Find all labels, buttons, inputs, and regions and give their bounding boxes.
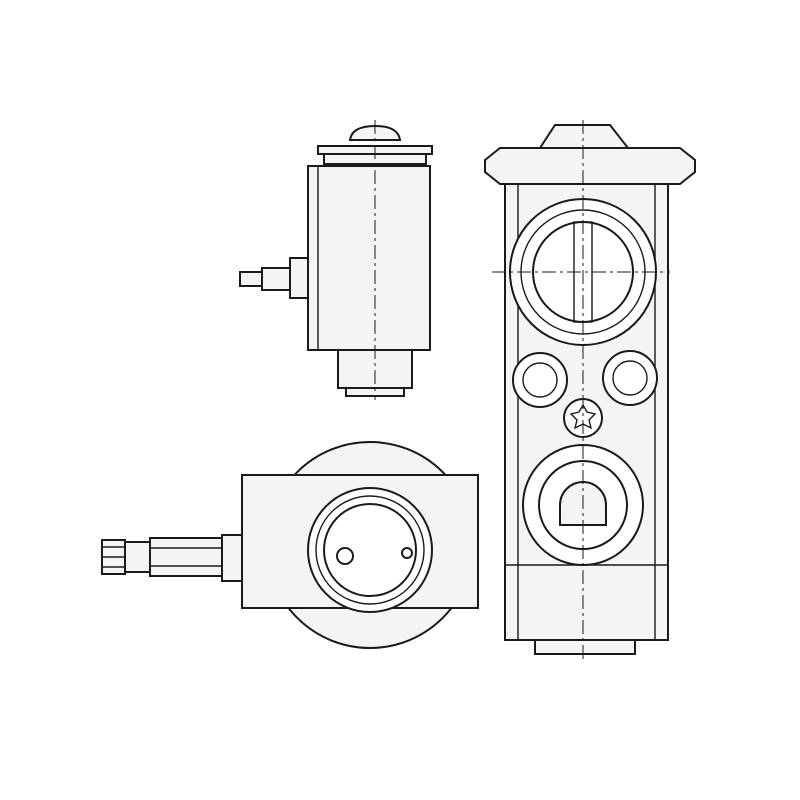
block-foot — [534, 639, 636, 655]
hole-small — [401, 547, 413, 559]
top-port-inner — [323, 503, 417, 597]
cap-top — [538, 124, 631, 149]
stub-pin — [239, 271, 263, 287]
front-view — [484, 120, 696, 660]
small-port-right — [602, 350, 658, 406]
small-port-left — [512, 352, 568, 408]
flange — [484, 147, 696, 185]
top-view — [101, 441, 479, 649]
stem-hex — [149, 537, 223, 577]
stub-hex — [261, 267, 291, 291]
stub-base — [289, 257, 309, 299]
valve-body — [307, 165, 431, 351]
side-view — [239, 120, 433, 400]
stem-base — [221, 534, 243, 582]
stem-neck — [124, 541, 151, 573]
hole-large — [336, 547, 354, 565]
